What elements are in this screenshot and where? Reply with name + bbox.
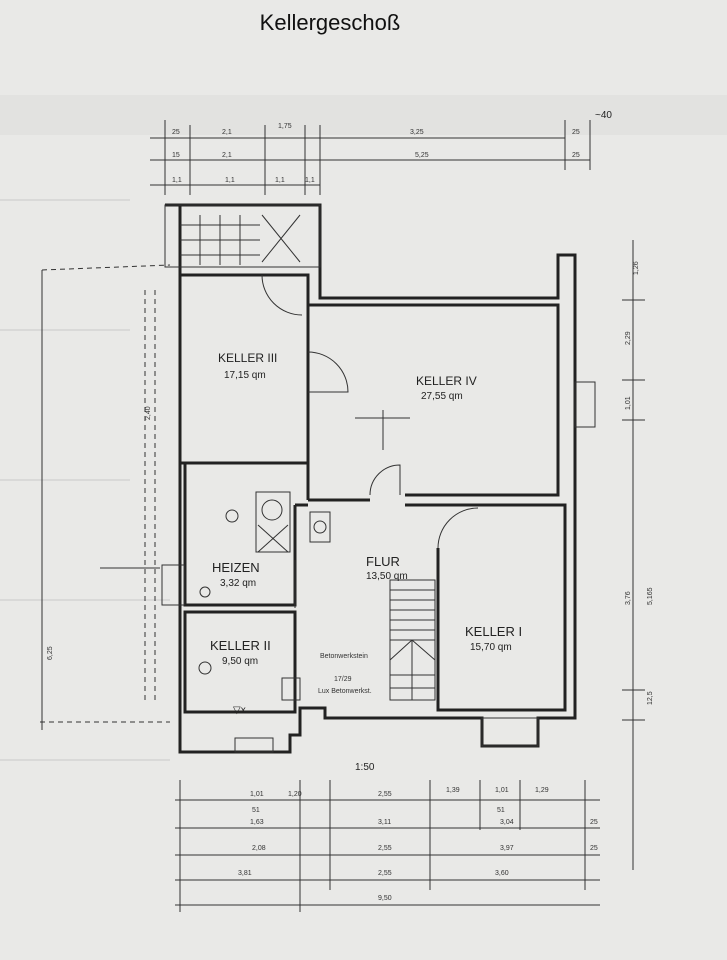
dim-bottom-11: 3,04 <box>500 819 514 826</box>
dim-top-9: 25 <box>572 152 580 159</box>
room-area-keller-iii: 17,15 qm <box>224 370 266 381</box>
dim-bottom-14: 2,55 <box>378 845 392 852</box>
dim-bottom-6: 1,29 <box>535 787 549 794</box>
dim-bottom-5: 1,01 <box>495 787 509 794</box>
room-name-flur: FLUR <box>366 554 400 569</box>
dim-bottom-1: 1,01 <box>250 791 264 798</box>
dim-bottom-16: 25 <box>590 845 598 852</box>
room-area-flur: 13,50 qm <box>366 571 408 582</box>
dim-top-13: 1,1 <box>305 177 315 184</box>
dim-bottom-9: 1,63 <box>250 819 264 826</box>
bottom-label: 1:50 <box>355 762 375 773</box>
top-right-note: ~40 <box>595 110 612 121</box>
room-name-heizen: HEIZEN <box>212 560 260 575</box>
top-dimensions: 25 2,1 1,75 3,25 25 15 2,1 5,25 25 1,1 1… <box>150 110 612 195</box>
dim-right-4: 3,76 <box>625 591 632 605</box>
dim-right-5: 5,165 <box>647 587 654 605</box>
dim-bottom-4: 1,39 <box>446 787 460 794</box>
dim-top-4: 3,25 <box>410 129 424 136</box>
room-area-keller-ii: 9,50 qm <box>222 656 258 667</box>
dim-bottom-7: 51 <box>252 807 260 814</box>
door-mark: ▽x <box>233 705 246 716</box>
bottom-dimensions: 1,01 1,20 2,55 1,39 1,01 1,29 51 51 1,63… <box>175 780 600 912</box>
dim-bottom-12: 25 <box>590 819 598 826</box>
doors <box>261 274 479 608</box>
dim-top-12: 1,1 <box>275 177 285 184</box>
dim-right-2: 2,29 <box>625 331 632 345</box>
dim-right-6: 12,5 <box>647 691 654 705</box>
dim-top-7: 2,1 <box>222 152 232 159</box>
right-dimensions: 1,26 2,29 1,01 3,76 5,165 12,5 <box>622 240 654 870</box>
dim-top-6: 15 <box>172 152 180 159</box>
dim-left-1: 2,40 <box>145 406 152 420</box>
page-title: Kellergeschoß <box>259 10 401 35</box>
dim-bottom-2: 1,20 <box>288 791 302 798</box>
dim-bottom-20: 9,50 <box>378 895 392 902</box>
background-bleed <box>0 95 727 761</box>
room-labels: KELLER III 17,15 qm KELLER IV 27,55 qm H… <box>210 351 522 773</box>
dim-bottom-17: 3,81 <box>238 870 252 877</box>
dim-top-8: 5,25 <box>415 152 429 159</box>
dim-bottom-13: 2,08 <box>252 845 266 852</box>
dim-bottom-8: 51 <box>497 807 505 814</box>
dim-top-10: 1,1 <box>172 177 182 184</box>
dim-left-2: 6,25 <box>47 646 54 660</box>
dim-bottom-10: 3,11 <box>378 819 391 826</box>
left-dimensions: 2,40 6,25 <box>40 264 171 730</box>
stair-note-1: Betonwerkstein <box>320 653 368 660</box>
dim-top-2: 2,1 <box>222 129 232 136</box>
room-name-keller-iv: KELLER IV <box>416 374 477 388</box>
room-area-heizen: 3,32 qm <box>220 578 256 589</box>
room-name-keller-ii: KELLER II <box>210 638 271 653</box>
dim-bottom-19: 3,60 <box>495 870 509 877</box>
room-area-keller-i: 15,70 qm <box>470 642 512 653</box>
stair-note-3: Lux Betonwerkst. <box>318 688 372 695</box>
room-name-keller-i: KELLER I <box>465 624 522 639</box>
walls <box>161 203 596 754</box>
room-area-keller-iv: 27,55 qm <box>421 391 463 402</box>
dim-bottom-3: 2,55 <box>378 791 392 798</box>
dim-top-1: 25 <box>172 129 180 136</box>
dim-right-3: 1,01 <box>625 396 632 410</box>
dim-bottom-18: 2,55 <box>378 870 392 877</box>
dim-top-3: 1,75 <box>278 123 292 130</box>
dim-bottom-15: 3,97 <box>500 845 514 852</box>
room-name-keller-iii: KELLER III <box>218 351 277 365</box>
stair-note-2: 17/29 <box>334 676 352 683</box>
dim-right-1: 1,26 <box>633 261 640 275</box>
dim-top-11: 1,1 <box>225 177 235 184</box>
dim-top-5: 25 <box>572 129 580 136</box>
